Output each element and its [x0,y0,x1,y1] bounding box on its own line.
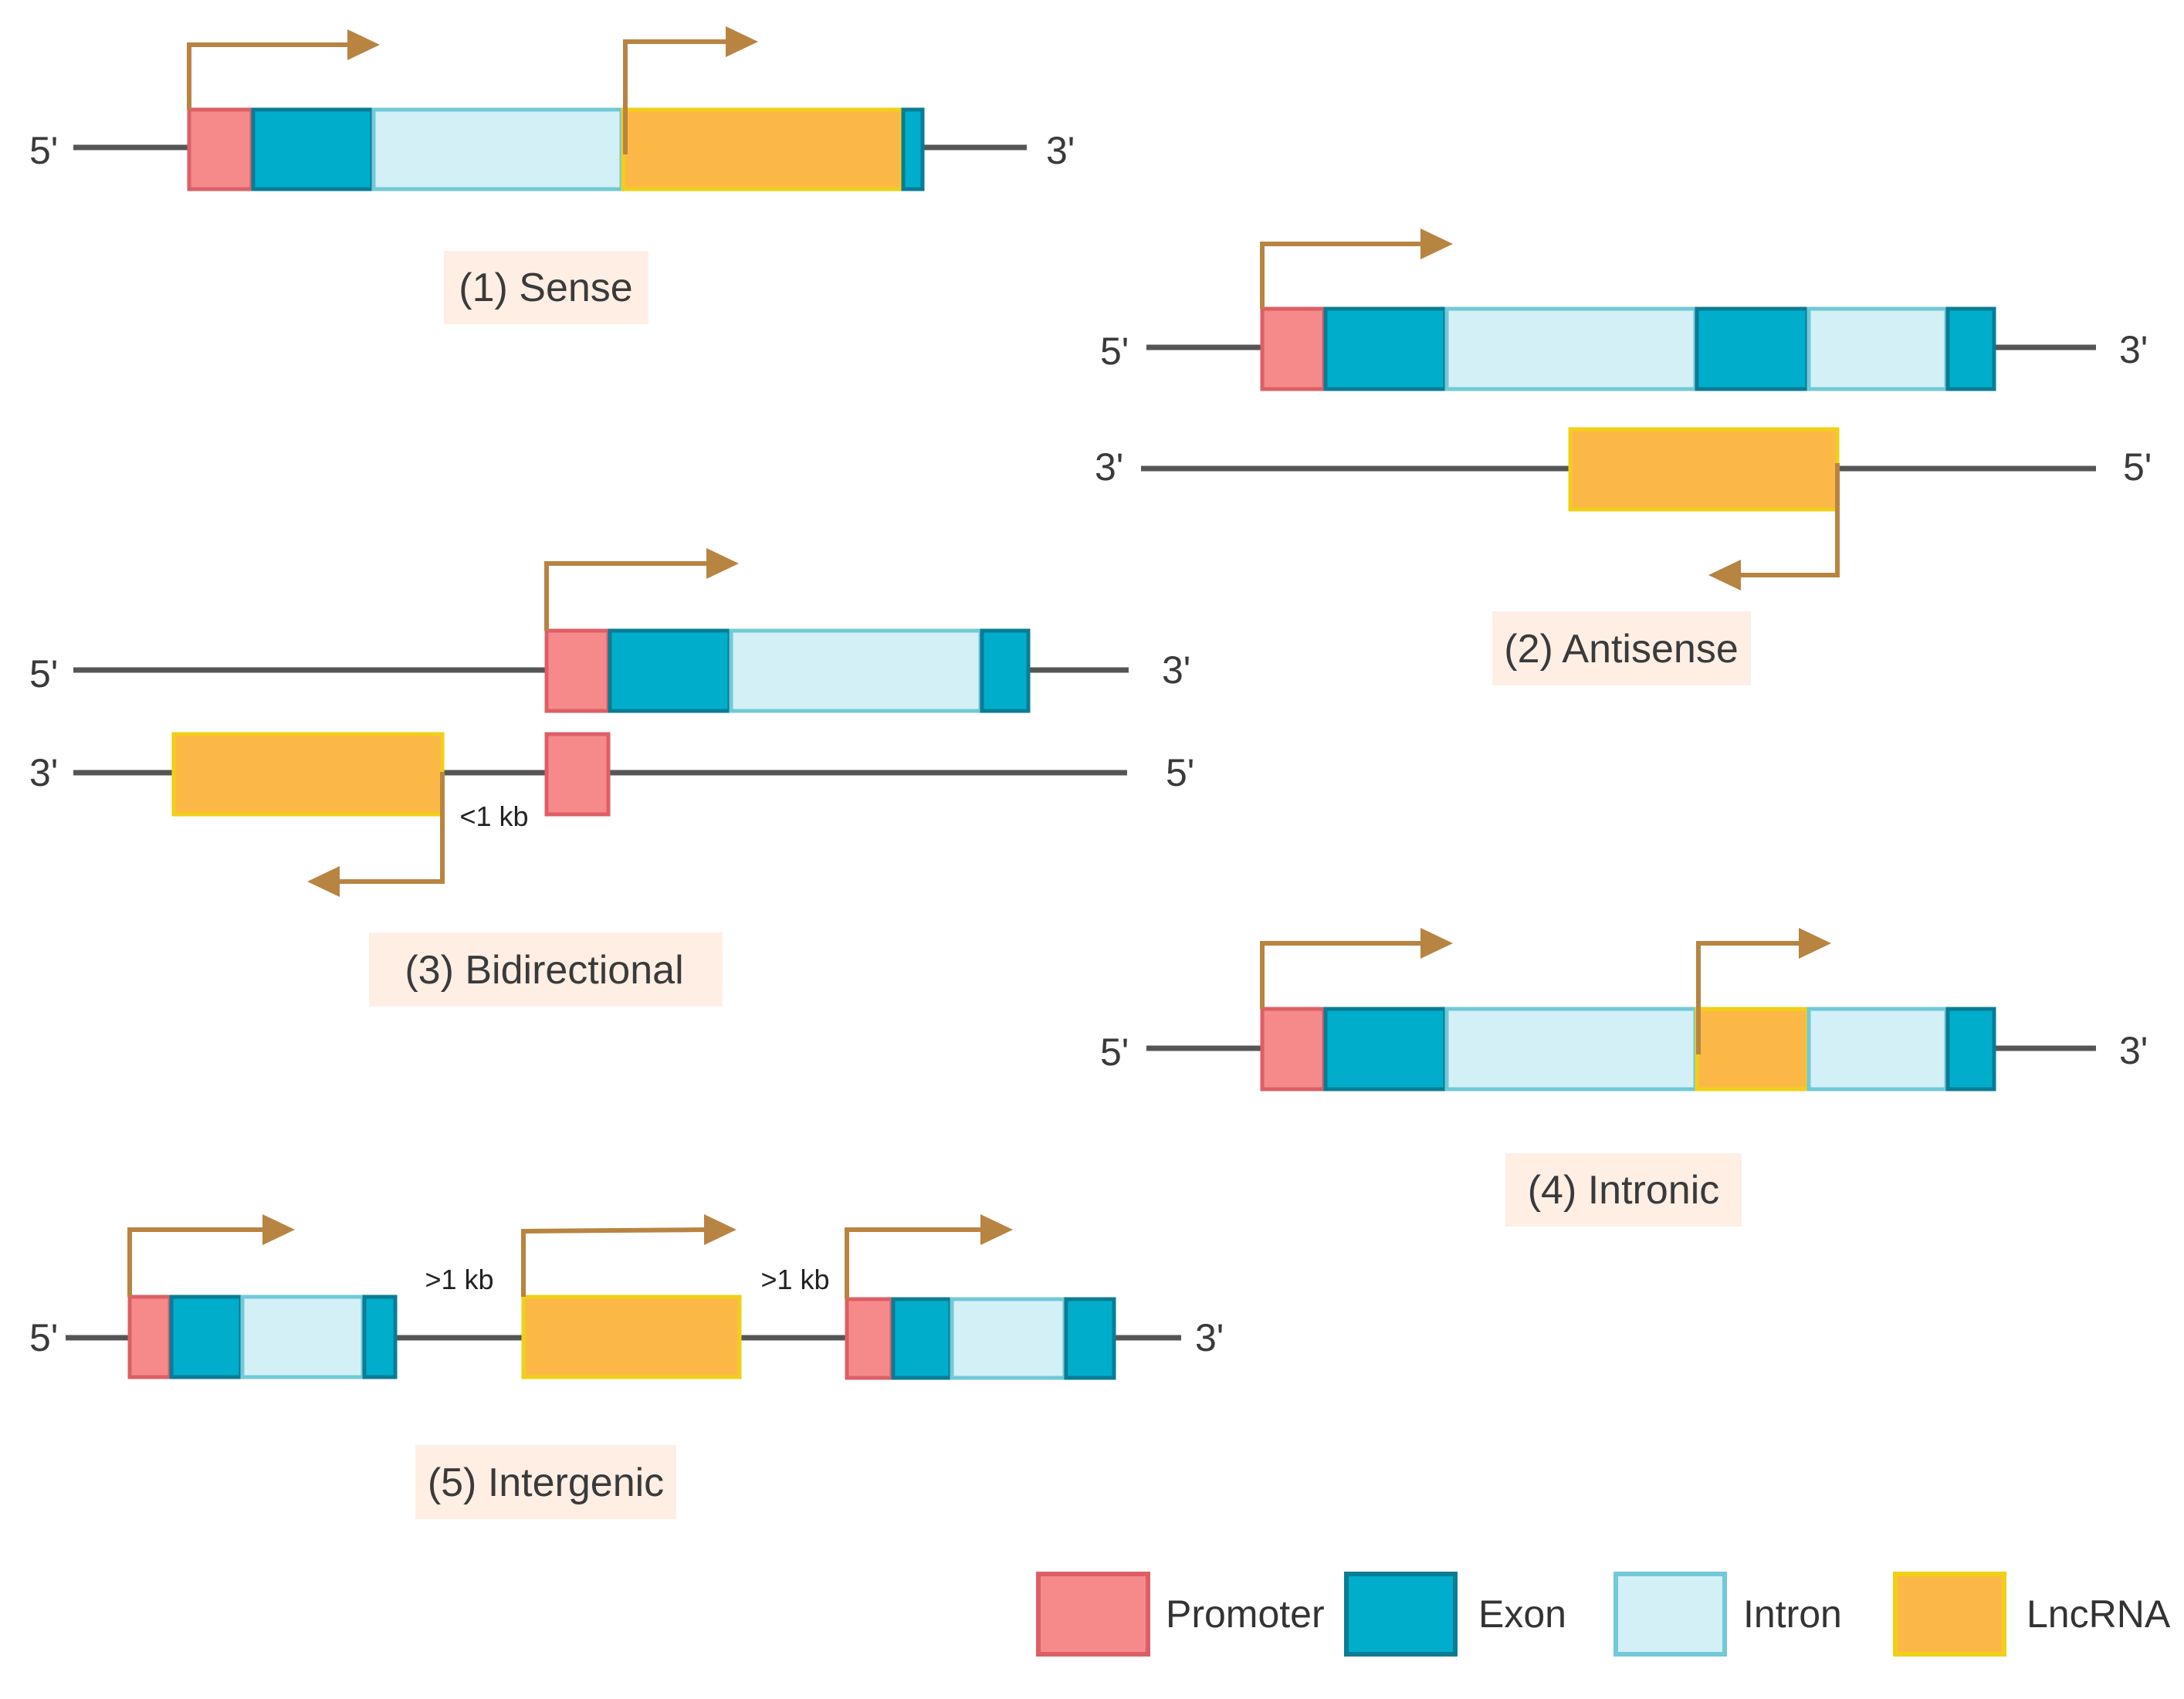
intron-block [1806,306,1949,391]
caption-bidirectional: (3) Bidirectional [405,948,683,993]
promoter-block [845,1297,894,1380]
promoter-block [544,732,611,817]
transcription-arrow [187,29,380,110]
legend-label-intron: Intron [1743,1592,1842,1636]
strand-label-5prime: 5' [29,652,58,696]
exon-block [362,1295,398,1379]
legend-swatch-lncrna [1893,1572,2006,1657]
exon-block [1323,306,1448,391]
legend-item-lncrna: LncRNA [1893,1572,2171,1657]
intron-block [729,628,983,713]
transcription-arrow [845,1214,1013,1299]
intron-block [1444,1007,1698,1091]
promoter-block [1260,306,1326,391]
exon-block [1323,1007,1448,1091]
caption-intronic: (4) Intronic [1528,1168,1720,1213]
legend-label-promoter: Promoter [1166,1592,1325,1636]
legend: Promoter Exon Intron LncRNA [1036,1572,2171,1657]
exon-block [980,628,1031,713]
distance-label: <1 kb [459,800,528,832]
exon-block [608,628,732,713]
lncrna-block [521,1295,742,1379]
legend-item-intron: Intron [1613,1572,1842,1657]
exon-block [1945,306,1996,391]
panel-bidirectional: 5' 3' 3' 5' <1 kb (3) Bidirectional [29,548,1194,1007]
legend-item-promoter: Promoter [1036,1572,1325,1657]
transcription-arrow [127,1214,295,1297]
legend-item-exon: Exon [1344,1572,1566,1657]
caption-box [369,932,723,1007]
panel-intronic: 5' 3' (4) Intronic [1100,928,2148,1227]
transcription-arrow [1260,928,1453,1009]
strand-label-5prime: 5' [1100,330,1129,373]
promoter-block [544,628,611,713]
exon-block [1695,306,1810,391]
distance-label: >1 kb [425,1264,493,1295]
transcription-arrow [1696,928,1831,1054]
promoter-block [1260,1007,1326,1091]
caption-antisense: (2) Antisense [1504,627,1739,672]
strand-label-5prime: 5' [29,129,58,172]
transcription-arrow [1260,228,1453,309]
intron-block [1444,306,1698,391]
strand-label-3prime: 3' [2119,328,2148,371]
strand-label-3prime: 3' [29,751,58,794]
exon-block [901,107,925,191]
caption-intergenic: (5) Intergenic [428,1460,664,1505]
strand-label-5prime: 5' [29,1316,58,1359]
panel-antisense: 5' 3' 3' 5' (2) Antisense [1095,228,2152,685]
lncrna-block [1695,1007,1810,1091]
exon-block [169,1295,243,1379]
exon-block [1945,1007,1996,1091]
legend-swatch-promoter [1036,1572,1150,1657]
promoter-block [127,1295,172,1379]
strand-label-5prime: 5' [2123,445,2152,489]
promoter-block [187,107,254,191]
lncrna-block [621,107,904,191]
legend-swatch-exon [1344,1572,1458,1657]
caption-box [1492,611,1751,685]
caption-box [1505,1153,1742,1227]
intron-block [1806,1007,1949,1091]
transcription-arrow [1708,463,1840,591]
legend-swatch-intron [1613,1572,1727,1657]
caption-box [415,1445,676,1519]
intron-block [371,107,624,191]
strand-label-3prime: 3' [1046,129,1075,172]
intron-block [950,1297,1067,1380]
strand-label-3prime: 3' [1195,1316,1224,1359]
panel-sense: 5' 3' (1) Sense [29,26,1075,324]
strand-label-3prime: 3' [1095,445,1123,489]
exon-block [891,1297,953,1380]
strand-label-5prime: 5' [1100,1031,1129,1074]
exon-block [251,107,374,191]
transcription-arrow [521,1214,736,1297]
legend-label-lncrna: LncRNA [2027,1592,2171,1636]
transcription-arrow [623,26,758,154]
lncrna-block [171,732,445,817]
transcription-arrow [544,548,739,631]
intron-block [240,1295,365,1379]
legend-label-exon: Exon [1478,1592,1566,1636]
panel-intergenic: 5' 3' >1 kb >1 kb (5) Intergenic [29,1214,1224,1519]
strand-label-5prime: 5' [1166,751,1194,794]
distance-label: >1 kb [760,1264,829,1295]
caption-box [444,251,648,324]
exon-block [1064,1297,1116,1380]
lncrna-block [1568,427,1840,512]
transcription-arrow [307,772,445,897]
caption-sense: (1) Sense [459,266,632,310]
strand-label-3prime: 3' [2119,1029,2148,1072]
strand-label-3prime: 3' [1162,648,1190,692]
